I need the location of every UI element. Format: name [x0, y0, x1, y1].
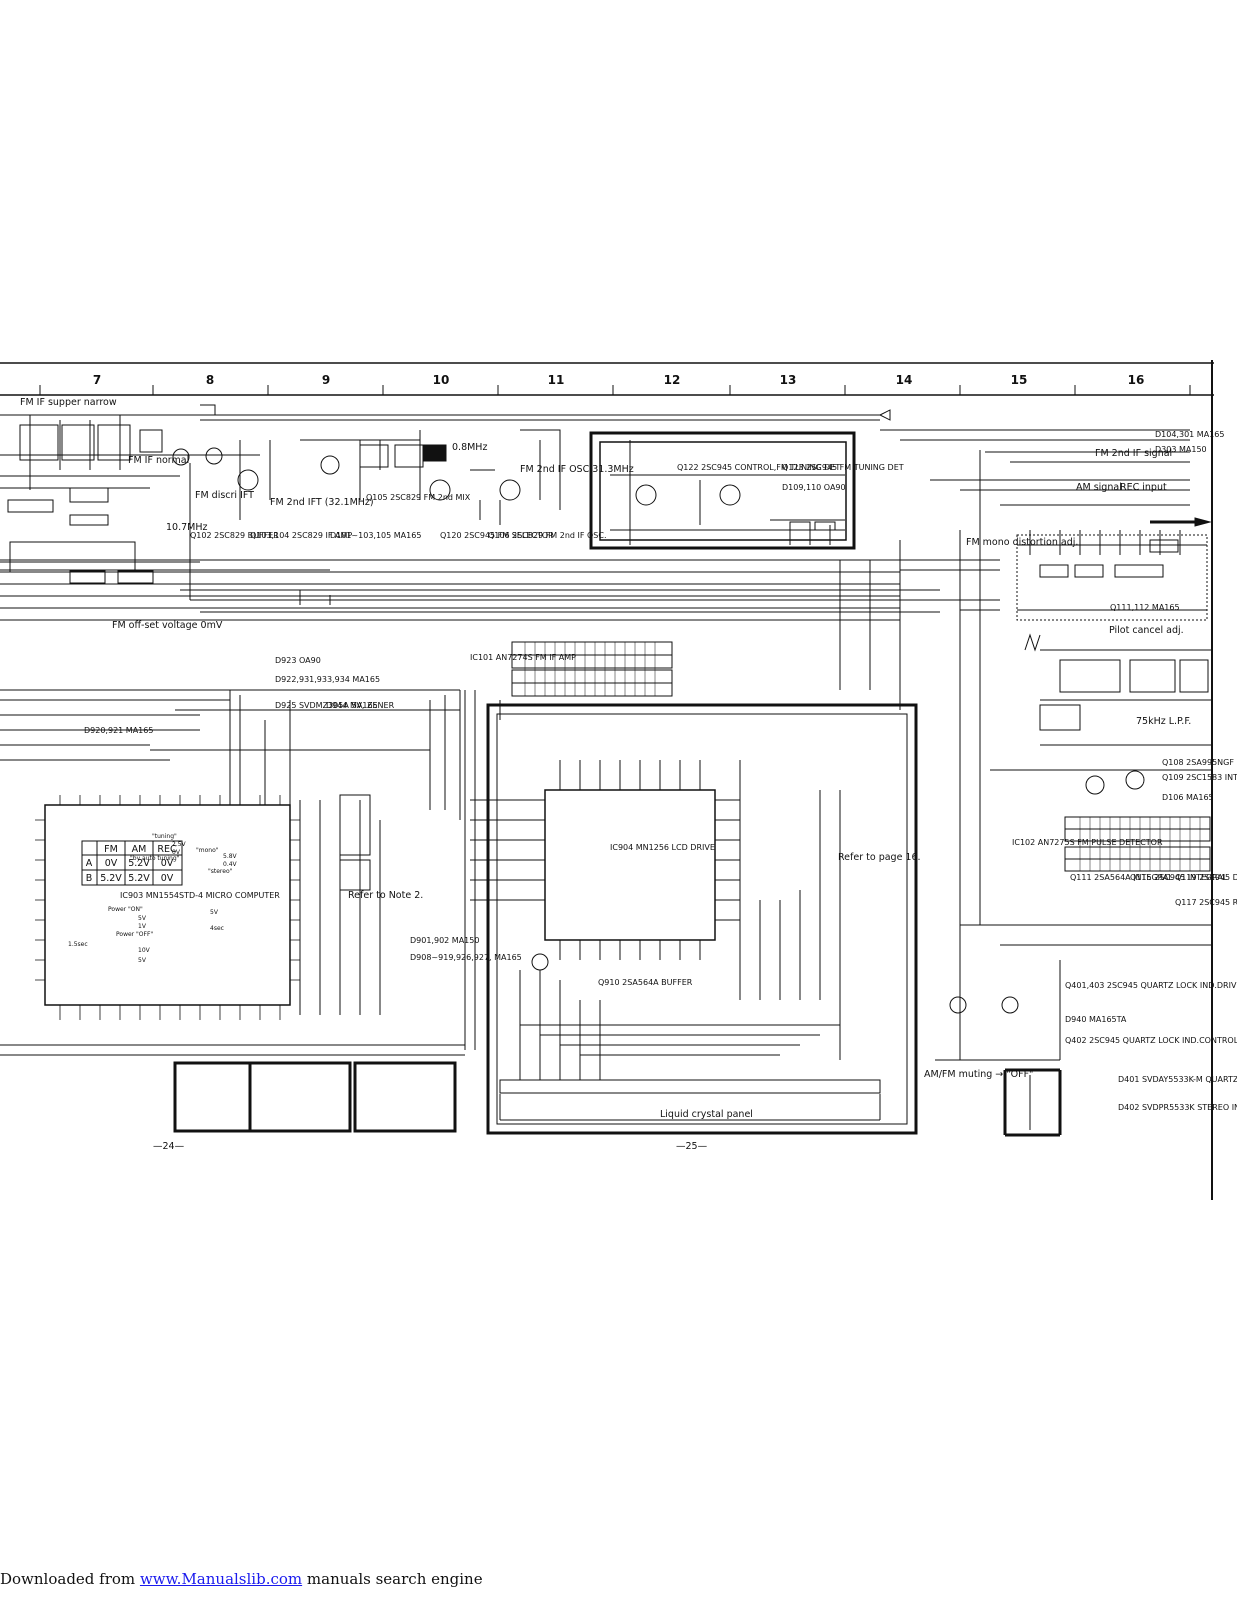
comp-q111b: Q111 2SA564A INTEGRAL: [1070, 873, 1173, 882]
comp-ic903: IC903 MN1554STD-4 MICRO COMPUTER: [120, 891, 280, 900]
label-am-fm-muting: AM/FM muting → "OFF": [924, 1069, 1033, 1080]
comp-q103: Q103,104 2SC829 IF AMP: [250, 531, 352, 540]
note-4sec: 4sec: [210, 925, 224, 932]
label-fm-if-supper-narrow: FM IF supper narrow: [20, 397, 117, 408]
comp-d920: D920,921 MA165: [84, 726, 153, 735]
comp-ic101: IC101 AN7274S FM IF AMP: [470, 653, 576, 662]
comp-q105: Q105 2SC829 FM 2nd MIX: [366, 493, 471, 502]
comp-d303: D303 MA150: [1155, 445, 1207, 454]
comp-d109: D109,110 OA90: [782, 483, 846, 492]
mode-table-cell: 0V: [161, 858, 174, 869]
mode-table-head-fm: FM: [104, 844, 118, 855]
comp-q117: Q117 2SC945 RF SWITCHING: [1175, 898, 1237, 907]
mode-table-head-rec: REC: [157, 844, 177, 855]
comp-q111: Q111,112 MA165: [1110, 603, 1180, 612]
note-power-off: Power "OFF": [116, 931, 153, 938]
column-number-9: 9: [322, 373, 330, 387]
note-5v-b: 5V: [138, 957, 147, 964]
column-number-13: 13: [780, 373, 797, 387]
column-number-16: 16: [1128, 373, 1145, 387]
mode-table-cell: 5.2V: [128, 858, 150, 869]
mode-table-row-a: A: [86, 858, 93, 869]
label-refer-note-2: Refer to Note 2.: [348, 890, 423, 901]
mode-table-head-am: AM: [132, 844, 147, 855]
comp-d925: D925 SVDMZ305A 5V, ZENER: [275, 701, 395, 710]
label-75khz-lpf: 75kHz L.P.F.: [1136, 716, 1191, 727]
comp-d402: D402 SVDPR5533K STEREO INDICATOR: [1118, 1103, 1237, 1112]
note-5v-c: 5V: [210, 909, 219, 916]
comp-q108: Q108 2SA995NGF INTEGRAL: [1162, 758, 1237, 767]
label-10-7mhz: 10.7MHz: [166, 522, 207, 533]
comp-d944: D944 MA165: [326, 701, 378, 710]
comp-q115: Q115 2SC945 INTEGRAL: [1130, 873, 1228, 882]
comp-d901: D901,902 MA150: [410, 936, 479, 945]
label-fm-discri-ift: FM discri IFT: [195, 490, 254, 501]
label-fm-mono-distortion: FM mono distortion adj.: [966, 537, 1078, 548]
footer-link[interactable]: www.Manualslib.com: [139, 1570, 303, 1588]
comp-q102: Q102 2SC829 BUFFER: [190, 531, 279, 540]
comp-d401: D401 SVDAY5533K-M QUARTZ INDICATOR: [1118, 1075, 1237, 1084]
column-number-8: 8: [206, 373, 214, 387]
note-auto-tuning: "by auto tuning": [130, 855, 180, 862]
note-tuning: "tuning": [152, 833, 177, 840]
label-fm-2nd-if-osc: FM 2nd IF OSC 31.3MHz: [520, 464, 634, 475]
comp-d106: D106 MA165: [1162, 793, 1214, 802]
footer-suffix: manuals search engine: [306, 1570, 483, 1588]
comp-q910: Q910 2SA564A BUFFER: [598, 978, 693, 987]
label-0-8mhz: 0.8MHz: [452, 442, 487, 453]
comp-ic102: IC102 AN7275S FM PULSE DETECTOR: [1012, 838, 1163, 847]
page-number-24: —24—: [153, 1141, 185, 1152]
label-fm-2nd-ift: FM 2nd IFT (32.1MHz): [270, 497, 374, 508]
comp-q123: Q123 2SC945 FM TUNING DET: [782, 463, 904, 472]
note-5-8v: 5.8V: [223, 853, 238, 860]
mode-table-cell: 5.2V: [100, 873, 122, 884]
comp-q106: Q106 2SC829 FM 2nd IF OSC.: [488, 531, 607, 540]
comp-d940: D940 MA165TA: [1065, 1015, 1127, 1024]
label-fm-offset-voltage: FM off-set voltage 0mV: [112, 620, 223, 631]
mode-table-cell: 0V: [161, 873, 174, 884]
label-am-signal: AM signal: [1076, 482, 1122, 493]
note-0v: 0V: [172, 849, 181, 856]
comp-d101: D101~103,105 MA165: [330, 531, 421, 540]
comp-d923: D923 OA90: [275, 656, 321, 665]
comp-q119: Q119 2SC945 DISTORTION CONTROL: [1175, 873, 1237, 882]
column-number-14: 14: [896, 373, 913, 387]
column-number-7: 7: [93, 373, 101, 387]
note-1v: 1V: [138, 923, 147, 930]
note-10v: 10V: [138, 947, 151, 954]
note-mono: "mono": [196, 847, 219, 854]
mode-table-cell: 0V: [105, 858, 118, 869]
label-liquid-crystal-panel: Liquid crystal panel: [660, 1109, 753, 1120]
comp-q401: Q401,403 2SC945 QUARTZ LOCK IND.DRIVE: [1065, 981, 1237, 990]
label-refer-page-16: Refer to page 16.: [838, 852, 921, 863]
column-number-10: 10: [433, 373, 450, 387]
note-1-5sec: 1.5sec: [68, 941, 88, 948]
footer-prefix: Downloaded from: [0, 1570, 136, 1588]
column-number-12: 12: [664, 373, 681, 387]
page-number-25: —25—: [676, 1141, 708, 1152]
footer: Downloaded from www.Manualslib.com manua…: [0, 1570, 483, 1588]
mode-table-row-b: B: [86, 873, 93, 884]
comp-d908: D908~919,926,927, MA165: [410, 953, 522, 962]
note-stereo: "stereo": [208, 868, 233, 875]
column-number-15: 15: [1011, 373, 1028, 387]
comp-ic904: IC904 MN1256 LCD DRIVE: [610, 843, 715, 852]
note-power-on: Power "ON": [108, 906, 143, 913]
label-fm-if-normal: FM IF normal: [128, 455, 189, 466]
note-0-4v: 0.4V: [223, 861, 238, 868]
comp-d104: D104,301 MA165: [1155, 430, 1224, 439]
note-5v: 5V: [138, 915, 147, 922]
comp-q402: Q402 2SC945 QUARTZ LOCK IND.CONTROL: [1065, 1036, 1237, 1045]
label-fm-2nd-if-signal: FM 2nd IF signal: [1095, 448, 1172, 459]
label-rec-input: REC input: [1120, 482, 1167, 493]
mode-table-cell: 5.2V: [128, 873, 150, 884]
note-2-5v: 2.5V: [172, 841, 187, 848]
label-pilot-cancel-adj: Pilot cancel adj.: [1109, 625, 1184, 636]
comp-d922: D922,931,933,934 MA165: [275, 675, 380, 684]
column-number-11: 11: [548, 373, 565, 387]
comp-q109: Q109 2SC1583 INTEGRAL: [1162, 773, 1237, 782]
comp-q120: Q120 2SC945 FM SELECTOR: [440, 531, 554, 540]
comp-q122: Q122 2SC945 CONTROL,FM TUNING DET: [677, 463, 840, 472]
